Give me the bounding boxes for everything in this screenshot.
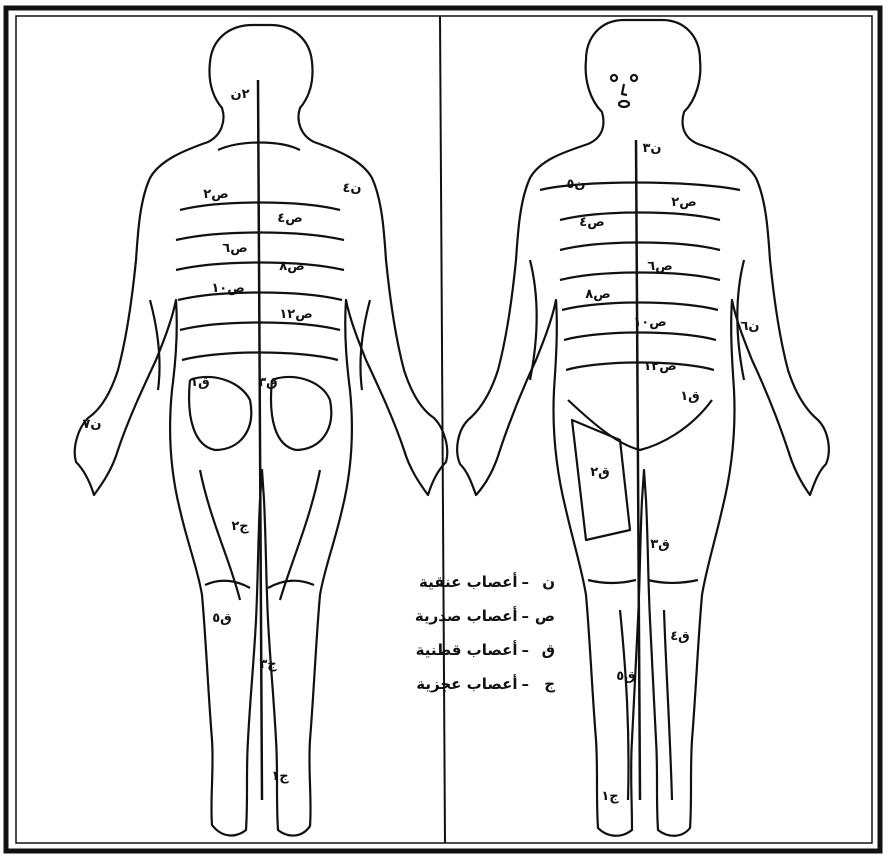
back-knee-left — [205, 581, 250, 588]
back-label: ن٤ — [342, 181, 361, 196]
legend-item: ق–أعصاب قطنية — [330, 633, 555, 667]
front-label: ص٤ — [579, 215, 604, 230]
back-label: ٢ن — [230, 87, 249, 102]
back-label: ق١ — [190, 375, 210, 390]
legend-label: أعصاب عجزية — [416, 675, 517, 693]
front-thigh-patch-left — [572, 420, 630, 540]
front-band-4 — [560, 273, 720, 281]
front-label: ن٣ — [642, 141, 661, 156]
back-buttock-right — [271, 377, 331, 450]
back-knee-right — [268, 581, 314, 588]
front-label: ق٣ — [650, 537, 670, 552]
back-label: ن٧ — [82, 417, 101, 432]
front-eye-right — [631, 75, 637, 81]
legend-dash: – — [522, 565, 530, 599]
legend: ن–أعصاب عنقية ص–أعصاب صدرية ق–أعصاب قطني… — [330, 565, 555, 701]
front-label: ص١٠ — [633, 315, 666, 330]
legend-label: أعصاب صدرية — [415, 607, 518, 625]
front-label: ج١ — [601, 789, 619, 804]
legend-label: أعصاب قطنية — [416, 641, 518, 659]
front-label: ق١ — [680, 389, 700, 404]
front-label: ص٦ — [647, 259, 672, 274]
front-band-7 — [566, 363, 714, 371]
legend-item: ج–أعصاب عجزية — [330, 667, 555, 701]
legend-key: ق — [533, 633, 555, 667]
back-label: ج١ — [271, 769, 289, 784]
back-label: ص٦ — [222, 241, 247, 256]
back-label: ص٤ — [277, 211, 302, 226]
legend-key: ص — [533, 599, 555, 633]
back-label: ص٨ — [279, 259, 304, 274]
front-band-6 — [564, 333, 716, 341]
front-shin-line-left — [620, 610, 629, 800]
front-eye-left — [611, 75, 617, 81]
legend-item: ص–أعصاب صدرية — [330, 599, 555, 633]
front-label: ق٥ — [616, 669, 636, 684]
legend-dash: – — [522, 599, 530, 633]
back-label: ص١٢ — [279, 307, 312, 322]
front-mouth — [619, 101, 629, 107]
front-midline — [636, 140, 640, 800]
back-view-figure — [75, 25, 448, 836]
back-label: ق٣ — [258, 375, 278, 390]
legend-item: ن–أعصاب عنقية — [330, 565, 555, 599]
legend-label: أعصاب عنقية — [419, 573, 517, 591]
back-midline — [258, 80, 262, 800]
back-label: ج٣ — [259, 657, 277, 672]
legend-key: ن — [533, 565, 555, 599]
back-label: ج٢ — [231, 519, 249, 534]
front-label: ص١٢ — [643, 359, 676, 374]
front-knee-left — [588, 580, 636, 583]
front-nose — [622, 84, 627, 95]
legend-dash: – — [522, 667, 530, 701]
front-label: ق٢ — [590, 465, 610, 480]
front-band-3 — [560, 243, 720, 251]
back-label: ص١٠ — [211, 281, 244, 296]
front-knee-right — [648, 580, 698, 583]
front-band-5 — [562, 303, 718, 311]
back-label: ص٢ — [203, 187, 228, 202]
front-label: ق٤ — [670, 629, 690, 644]
legend-dash: – — [522, 633, 530, 667]
back-arm-strip-right — [360, 300, 370, 390]
front-label: ص٢ — [671, 195, 696, 210]
back-arm-strip-left — [150, 300, 160, 390]
back-band-1 — [180, 203, 340, 211]
front-label: ص٨ — [585, 287, 610, 302]
front-label: ن٦ — [740, 319, 759, 334]
legend-key: ج — [533, 667, 555, 701]
back-label: ق٥ — [212, 611, 232, 626]
front-groin — [568, 400, 712, 450]
front-label: ن٥ — [566, 177, 585, 192]
